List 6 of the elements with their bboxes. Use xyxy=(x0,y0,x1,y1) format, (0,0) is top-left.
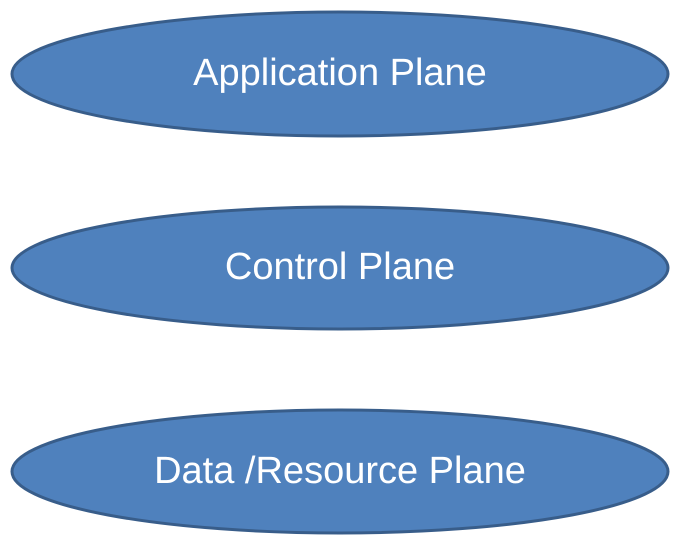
plane-ellipse xyxy=(10,205,670,331)
plane-label: Control Plane xyxy=(224,245,456,290)
plane-label: Data /Resource Plane xyxy=(154,448,526,494)
plane-ellipse xyxy=(10,10,670,138)
plane-label: Application Plane xyxy=(193,51,487,96)
plane-ellipse xyxy=(10,408,670,535)
